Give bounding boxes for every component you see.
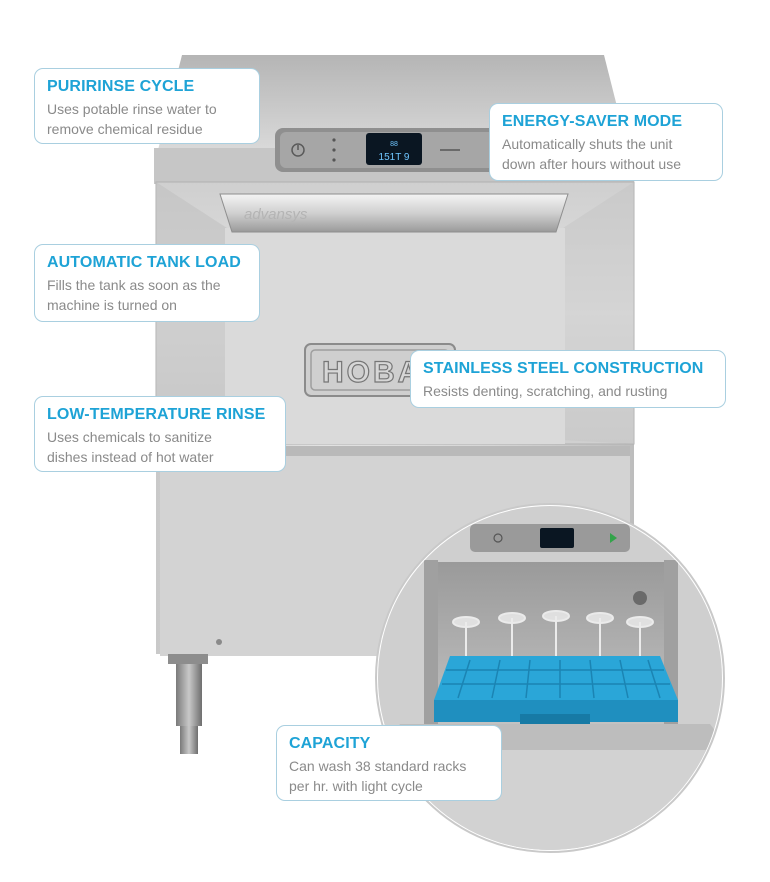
legs <box>168 654 208 754</box>
callout-title: ENERGY-SAVER MODE <box>502 113 683 130</box>
callout-title: PURIRINSE CYCLE <box>47 78 195 95</box>
callout-low-temperature-rinse: LOW-TEMPERATURE RINSE Uses chemicals to … <box>34 396 286 472</box>
model-script: advansys <box>244 206 308 223</box>
callout-automatic-tank-load: AUTOMATIC TANK LOAD Fills the tank as so… <box>34 244 260 322</box>
callout-description: Resists denting, scratching, and rusting <box>423 383 668 399</box>
callout-description: down after hours without use <box>502 156 681 172</box>
callout-capacity: CAPACITY Can wash 38 standard racks per … <box>276 725 502 801</box>
callout-description: dishes instead of hot water <box>47 449 214 465</box>
callout-description: per hr. with light cycle <box>289 778 423 794</box>
wine-glasses <box>452 610 654 660</box>
callout-description: Uses chemicals to sanitize <box>47 429 212 445</box>
door-handle <box>219 193 569 233</box>
callout-description: Automatically shuts the unit <box>502 136 673 152</box>
callout-puririnse-cycle: PURIRINSE CYCLE Uses potable rinse water… <box>34 68 260 144</box>
callout-title: LOW-TEMPERATURE RINSE <box>47 406 266 423</box>
lcd-display <box>366 133 422 165</box>
callout-description: Uses potable rinse water to <box>47 101 217 117</box>
callout-description: remove chemical residue <box>47 121 203 137</box>
callout-stainless-steel-construction: STAINLESS STEEL CONSTRUCTION Resists den… <box>410 350 726 408</box>
callout-title: AUTOMATIC TANK LOAD <box>47 254 241 271</box>
callout-description: machine is turned on <box>47 297 177 313</box>
callout-energy-saver-mode: ENERGY-SAVER MODE Automatically shuts th… <box>489 103 723 181</box>
callout-title: STAINLESS STEEL CONSTRUCTION <box>423 360 704 377</box>
display-line-2: 151T 9 <box>379 152 410 163</box>
power-icon <box>291 143 305 157</box>
callout-title: CAPACITY <box>289 735 371 752</box>
callout-description: Fills the tank as soon as the <box>47 277 221 293</box>
control-panel: 88 151T 9 <box>275 128 500 172</box>
callout-description: Can wash 38 standard racks <box>289 758 467 774</box>
display-line-1: 88 <box>390 141 398 148</box>
dish-rack <box>434 656 678 728</box>
